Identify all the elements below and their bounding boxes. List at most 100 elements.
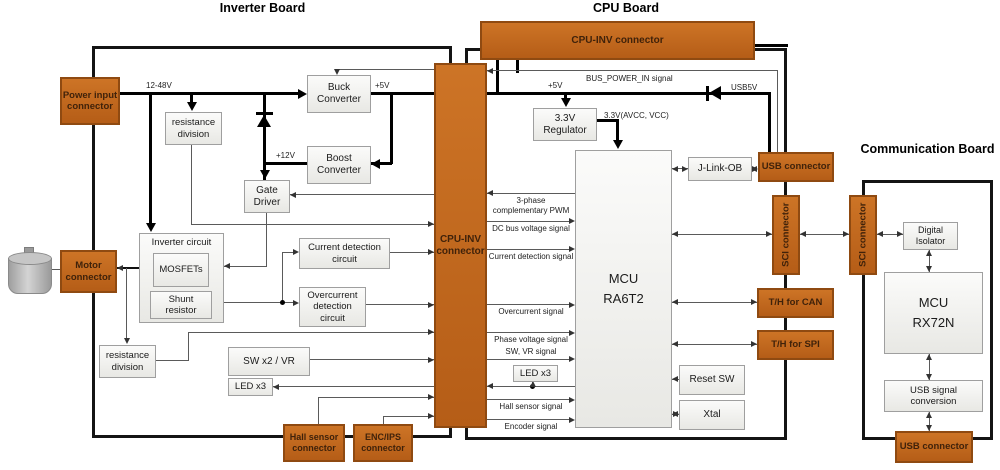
gate-driver: Gate Driver (244, 180, 290, 213)
arrow-icon (569, 246, 575, 252)
resistance-division-top: resistance division (165, 112, 222, 145)
inverter-circuit-label: Inverter circuit (151, 237, 212, 248)
arrow-icon (751, 341, 757, 347)
arrow-icon (428, 301, 434, 308)
connection-line (188, 332, 434, 333)
connection-line (672, 234, 772, 235)
connection-line (156, 360, 189, 361)
power-input-connector: Power input connector (60, 77, 120, 125)
connection-line (877, 234, 903, 235)
arrow-icon (926, 354, 932, 360)
arrow-icon (487, 190, 493, 196)
arrow-icon (672, 341, 678, 347)
connection-line (213, 302, 294, 303)
arrow-icon (751, 299, 757, 305)
power-line (390, 92, 393, 164)
arrow-icon (117, 264, 123, 271)
power-line (149, 92, 152, 226)
power-line (263, 92, 266, 180)
bus-power-in-label: BUS_POWER_IN signal (586, 74, 673, 83)
led-x3-cpu: LED x3 (513, 365, 558, 382)
arrow-icon (569, 301, 575, 308)
connection-line (672, 302, 757, 303)
enc-ips-connector: ENC/IPS connector (353, 424, 413, 462)
power-line (120, 92, 302, 95)
connection-line (126, 268, 127, 339)
arrow-icon (123, 338, 130, 344)
arrow-icon (428, 249, 434, 255)
arrow-icon (487, 67, 493, 74)
connection-line (273, 386, 434, 387)
arrow-icon (273, 383, 279, 390)
usb-connector-cpu: USB connector (758, 152, 834, 182)
arrow-icon (752, 165, 758, 172)
signal-label-current: Current detection signal (488, 252, 574, 261)
power-line (516, 58, 519, 73)
connection-line (487, 304, 569, 305)
motor-line (117, 267, 140, 269)
power-line (564, 92, 567, 102)
arrow-icon (259, 170, 270, 179)
connection-line (282, 252, 283, 303)
connection-line (318, 397, 434, 398)
connection-line (383, 416, 434, 417)
signal-label-sw-vr: SW, VR signal (505, 347, 557, 356)
arrow-icon (569, 416, 575, 423)
th-for-spi: T/H for SPI (757, 330, 834, 360)
power-line-3v3 (597, 119, 618, 122)
usb5v-label: USB5V (731, 83, 758, 92)
buck-converter: Buck Converter (307, 75, 371, 113)
motor-connector: Motor connector (60, 250, 117, 293)
arrow-icon (926, 250, 932, 256)
connection-line (487, 221, 569, 222)
power-line-3v3 (616, 119, 619, 142)
power-line-12v (263, 162, 307, 165)
arrow-icon (290, 191, 296, 198)
signal-label-dc-bus: DC bus voltage signal (492, 224, 570, 233)
arrow-icon (293, 299, 299, 306)
current-detection-circuit: Current detection circuit (299, 238, 390, 269)
cpu-board-title: CPU Board (593, 1, 659, 15)
overcurrent-detection-circuit: Overcurrent detection circuit (299, 287, 366, 327)
led-x3-inverter: LED x3 (228, 378, 273, 396)
power-line-5v-cpu (487, 92, 771, 95)
arrow-icon (766, 231, 772, 237)
jlink-ob: J-Link-OB (688, 157, 752, 181)
arrow-icon (672, 165, 678, 172)
arrow-icon (428, 221, 434, 227)
connection-line (487, 419, 569, 420)
arrow-icon (897, 231, 903, 237)
power-line-usb5v (768, 92, 771, 154)
shunt-resistor: Shunt resistor (150, 291, 212, 319)
arrow-icon (926, 374, 932, 380)
arrow-icon (569, 329, 575, 336)
arrow-icon (926, 425, 932, 431)
sci-connector-comm: SCI connector (849, 195, 877, 275)
connection-line (487, 332, 569, 333)
diode-icon (257, 115, 271, 127)
motor-top (8, 252, 52, 265)
bus-power-line (777, 70, 778, 152)
signal-label-encoder: Encoder signal (504, 422, 558, 431)
power-line-5v (371, 92, 434, 95)
arrow-icon (877, 231, 883, 237)
digital-isolator: Digital Isolator (903, 222, 958, 250)
arrow-icon (298, 88, 307, 99)
connection-line (383, 416, 384, 424)
diode-icon (256, 112, 273, 115)
arrow-icon (428, 329, 434, 335)
boost-converter: Boost Converter (307, 146, 371, 184)
connection-line (487, 249, 569, 250)
arrow-icon (293, 249, 299, 255)
arrow-icon (672, 376, 678, 382)
connection-line (290, 194, 434, 195)
connection-line (191, 145, 192, 224)
connection-line (672, 344, 757, 345)
connection-line (310, 359, 434, 360)
arrow-icon (926, 412, 932, 418)
arrow-icon (672, 299, 678, 305)
inverter-board-title: Inverter Board (219, 1, 306, 15)
diode-icon (706, 86, 709, 101)
